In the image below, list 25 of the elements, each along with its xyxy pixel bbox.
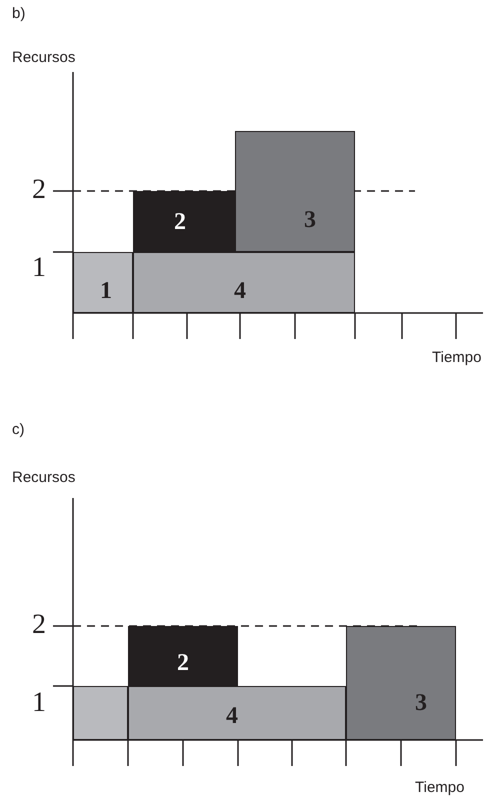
panel-label: b) xyxy=(12,6,26,21)
task-block xyxy=(73,252,133,313)
axis-title: Tiempo xyxy=(415,780,464,795)
axis-title: Tiempo xyxy=(432,350,482,365)
tick-label: 2 xyxy=(32,611,46,639)
tick-label: 2 xyxy=(32,176,46,204)
task-block xyxy=(73,686,128,740)
panel-label: c) xyxy=(12,422,24,437)
task-number: 4 xyxy=(234,279,246,303)
tick-label: 1 xyxy=(32,689,46,717)
task-number: 2 xyxy=(174,210,186,234)
tick-label: 1 xyxy=(32,254,46,282)
task-number: 4 xyxy=(226,704,238,728)
task-block xyxy=(346,626,456,740)
task-number: 3 xyxy=(415,691,427,715)
axis-title: Recursos xyxy=(12,470,76,485)
task-block xyxy=(235,131,355,252)
task-number: 3 xyxy=(304,208,316,232)
task-block xyxy=(128,626,238,686)
task-block xyxy=(133,252,355,313)
task-block xyxy=(133,191,235,252)
task-block xyxy=(128,686,346,740)
task-number: 2 xyxy=(177,651,189,675)
task-number: 1 xyxy=(100,279,112,303)
axis-title: Recursos xyxy=(12,50,76,65)
